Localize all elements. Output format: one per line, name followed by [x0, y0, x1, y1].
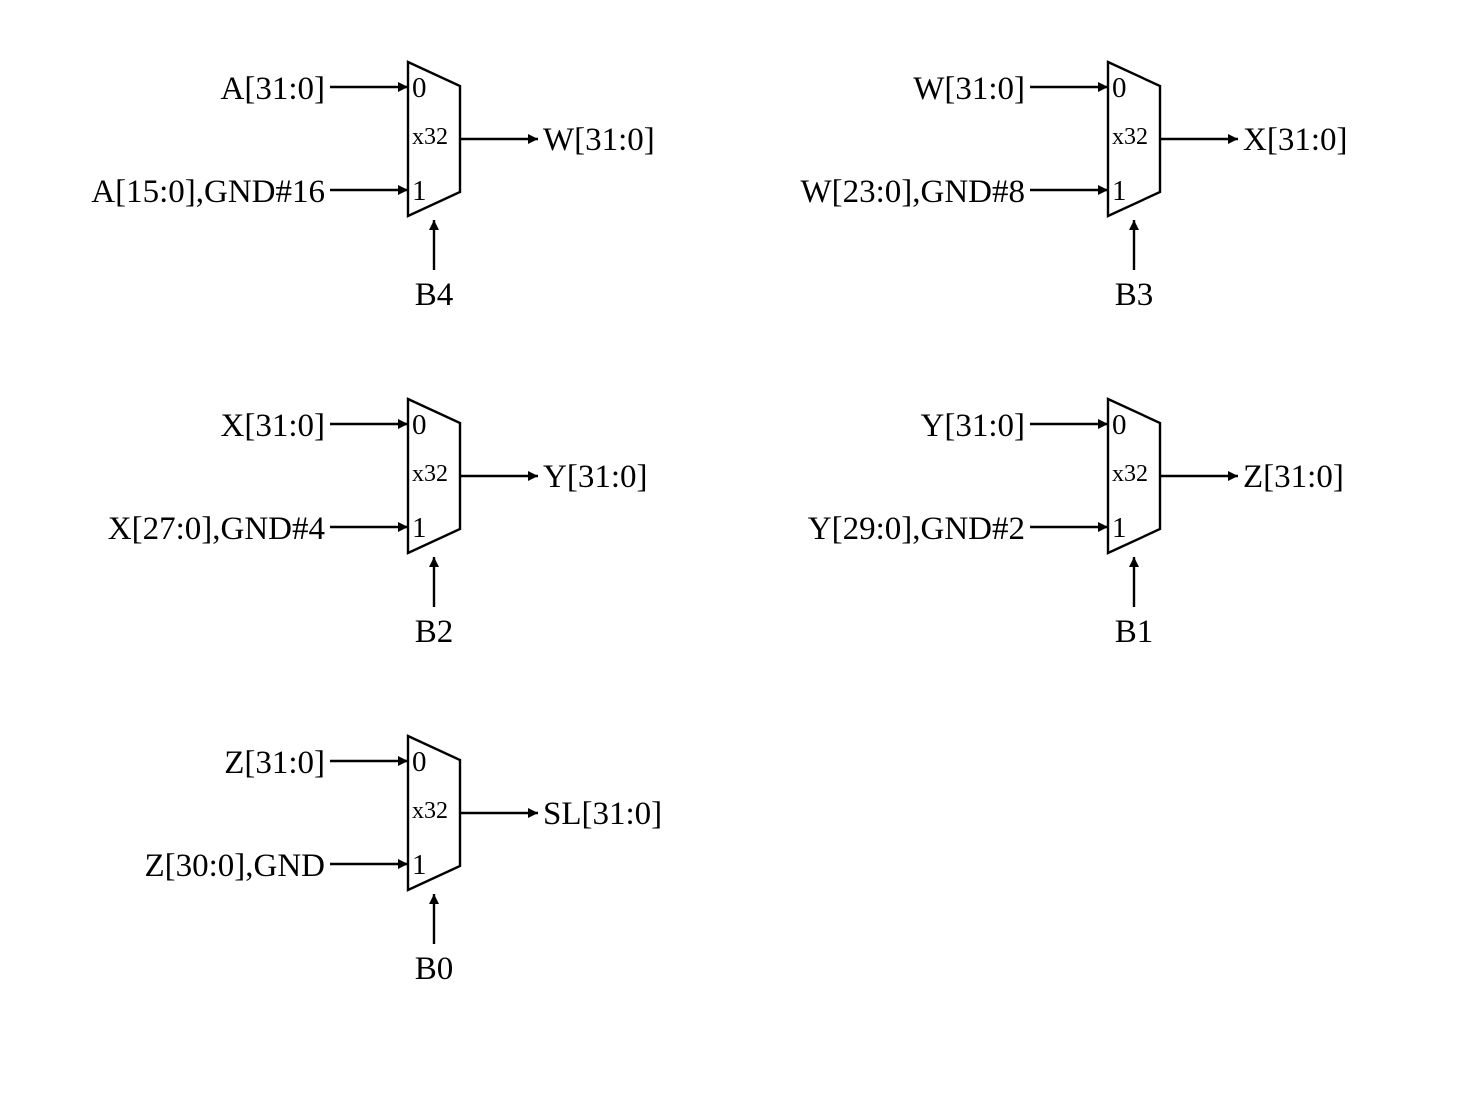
port-1-label: 1: [412, 175, 427, 207]
input-1-label: X[27:0],GND#4: [108, 511, 325, 547]
output-label: SL[31:0]: [543, 796, 662, 832]
input-1-label: A[15:0],GND#16: [91, 174, 325, 210]
select-label: B1: [1115, 614, 1154, 650]
port-0-label: 0: [1112, 409, 1127, 441]
input-0-label: X[31:0]: [221, 408, 325, 444]
output-label: X[31:0]: [1243, 122, 1347, 158]
port-0-label: 0: [412, 409, 427, 441]
mux-stage-b3: W[31:0] W[23:0],GND#8 X[31:0] B3 0 1 x32: [800, 60, 1347, 313]
bus-width-label: x32: [1112, 124, 1148, 150]
bus-width-label: x32: [412, 461, 448, 487]
select-label: B0: [415, 951, 454, 987]
input-0-label: W[31:0]: [913, 71, 1025, 107]
mux-body: [406, 397, 462, 555]
port-0-label: 0: [412, 72, 427, 104]
input-0-label: Y[31:0]: [921, 408, 1025, 444]
select-label: B4: [415, 277, 454, 313]
mux-stage-b1: Y[31:0] Y[29:0],GND#2 Z[31:0] B1 0 1 x32: [808, 397, 1344, 650]
mux-body: [1106, 60, 1162, 218]
input-0-label: Z[31:0]: [224, 745, 325, 781]
output-label: W[31:0]: [543, 122, 655, 158]
mux-stage-b0: Z[31:0] Z[30:0],GND SL[31:0] B0 0 1 x32: [144, 734, 662, 987]
input-0-label: A[31:0]: [221, 71, 325, 107]
input-1-label: Z[30:0],GND: [144, 848, 325, 884]
mux-stage-b2: X[31:0] X[27:0],GND#4 Y[31:0] B2 0 1 x32: [108, 397, 647, 650]
select-label: B2: [415, 614, 454, 650]
output-label: Z[31:0]: [1243, 459, 1344, 495]
port-0-label: 0: [1112, 72, 1127, 104]
mux-body: [1106, 397, 1162, 555]
port-1-label: 1: [1112, 175, 1127, 207]
bus-width-label: x32: [1112, 461, 1148, 487]
mux-body: [406, 60, 462, 218]
port-1-label: 1: [412, 512, 427, 544]
bus-width-label: x32: [412, 124, 448, 150]
select-label: B3: [1115, 277, 1154, 313]
port-1-label: 1: [1112, 512, 1127, 544]
mux-body: [406, 734, 462, 892]
input-1-label: W[23:0],GND#8: [800, 174, 1025, 210]
bus-width-label: x32: [412, 798, 448, 824]
port-0-label: 0: [412, 746, 427, 778]
port-1-label: 1: [412, 849, 427, 881]
input-1-label: Y[29:0],GND#2: [808, 511, 1025, 547]
mux-stage-b4: A[31:0] A[15:0],GND#16 W[31:0] B4 0 1 x3…: [91, 60, 655, 313]
output-label: Y[31:0]: [543, 459, 647, 495]
